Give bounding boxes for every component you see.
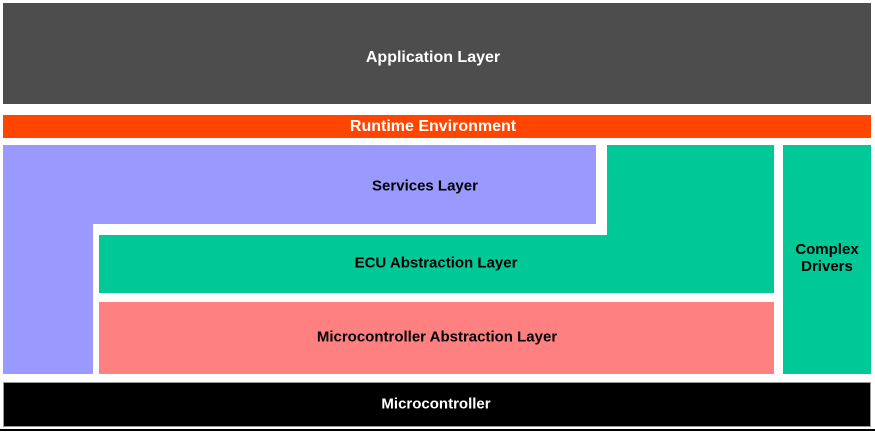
- services-layer-block: [3, 145, 596, 224]
- runtime-environment-block: [3, 115, 871, 138]
- services-layer-label: Services Layer: [372, 177, 478, 195]
- application-layer-label: Application Layer: [365, 49, 501, 66]
- ecu-abstraction-layer-label: ECU Abstraction Layer: [354, 254, 518, 272]
- microcontroller-abstraction-layer-label: Microcontroller Abstraction Layer: [316, 328, 558, 346]
- application-layer-block: [3, 3, 871, 104]
- ecu-abstraction-layer-block: [99, 235, 774, 293]
- services-layer-left-column: [3, 145, 93, 374]
- microcontroller-label: Microcontroller: [381, 395, 491, 413]
- microcontroller-abstraction-layer-block: [99, 302, 774, 374]
- microcontroller-block: [3, 382, 871, 427]
- runtime-environment-label: Runtime Environment: [349, 118, 517, 135]
- complex-drivers-block: [783, 145, 871, 374]
- complex-drivers-label: Complex Drivers: [795, 241, 859, 275]
- bottom-border-line: [0, 429, 875, 431]
